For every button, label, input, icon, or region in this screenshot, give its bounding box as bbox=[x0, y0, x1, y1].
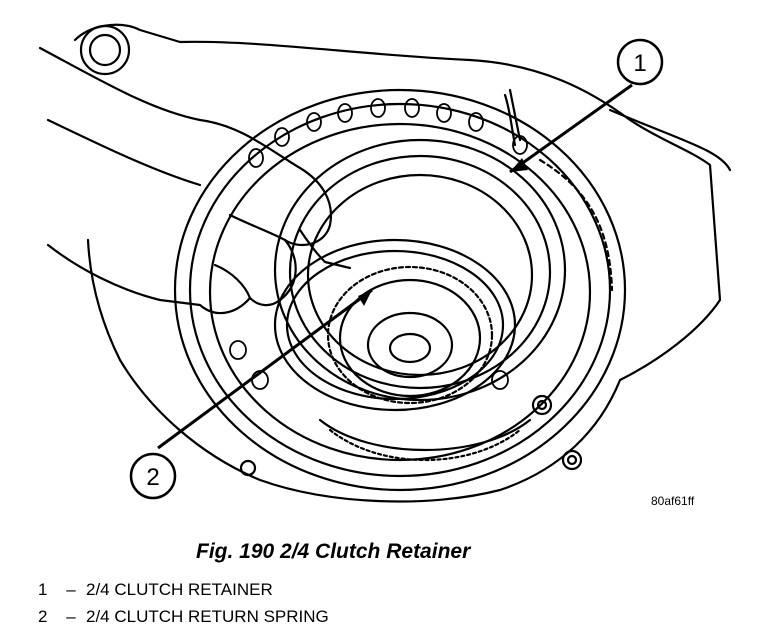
callout-1-leader bbox=[509, 83, 633, 174]
right-gear-teeth bbox=[538, 158, 614, 292]
legend-number: 2 bbox=[38, 607, 48, 626]
legend-label: 2/4 CLUTCH RETURN SPRING bbox=[86, 607, 329, 626]
housing-bolt bbox=[531, 394, 553, 416]
callout-1: 1 bbox=[616, 38, 664, 86]
legend-label: 2/4 CLUTCH RETAINER bbox=[86, 580, 273, 599]
transmission-case bbox=[73, 23, 722, 503]
toothed-hub bbox=[326, 265, 494, 405]
legend-item: 1–2/4 CLUTCH RETAINER bbox=[38, 580, 329, 607]
legend-number: 1 bbox=[38, 580, 48, 599]
legend-separator: – bbox=[66, 580, 76, 599]
housing-holes bbox=[229, 98, 528, 390]
figure-caption: Fig. 190 2/4 Clutch Retainer bbox=[196, 540, 471, 563]
legend: 1–2/4 CLUTCH RETAINER 2–2/4 CLUTCH RETUR… bbox=[38, 580, 329, 634]
lower-gear-teeth bbox=[328, 428, 522, 461]
callout-2-leader bbox=[157, 288, 373, 450]
legend-item: 2–2/4 CLUTCH RETURN SPRING bbox=[38, 607, 329, 634]
clutch-retainer-illustration: 1 2 bbox=[38, 23, 732, 503]
callout-2-number: 2 bbox=[146, 464, 159, 491]
clutch-retainer bbox=[273, 138, 567, 402]
figure-code: 80af61ff bbox=[651, 494, 695, 508]
outer-housing-ring bbox=[173, 88, 627, 492]
callout-2: 2 bbox=[129, 452, 177, 500]
callout-1-number: 1 bbox=[633, 50, 646, 77]
legend-separator: – bbox=[66, 607, 76, 626]
clutch-return-spring bbox=[273, 238, 517, 412]
hand bbox=[38, 46, 333, 315]
case-bolt-boss bbox=[79, 24, 131, 76]
